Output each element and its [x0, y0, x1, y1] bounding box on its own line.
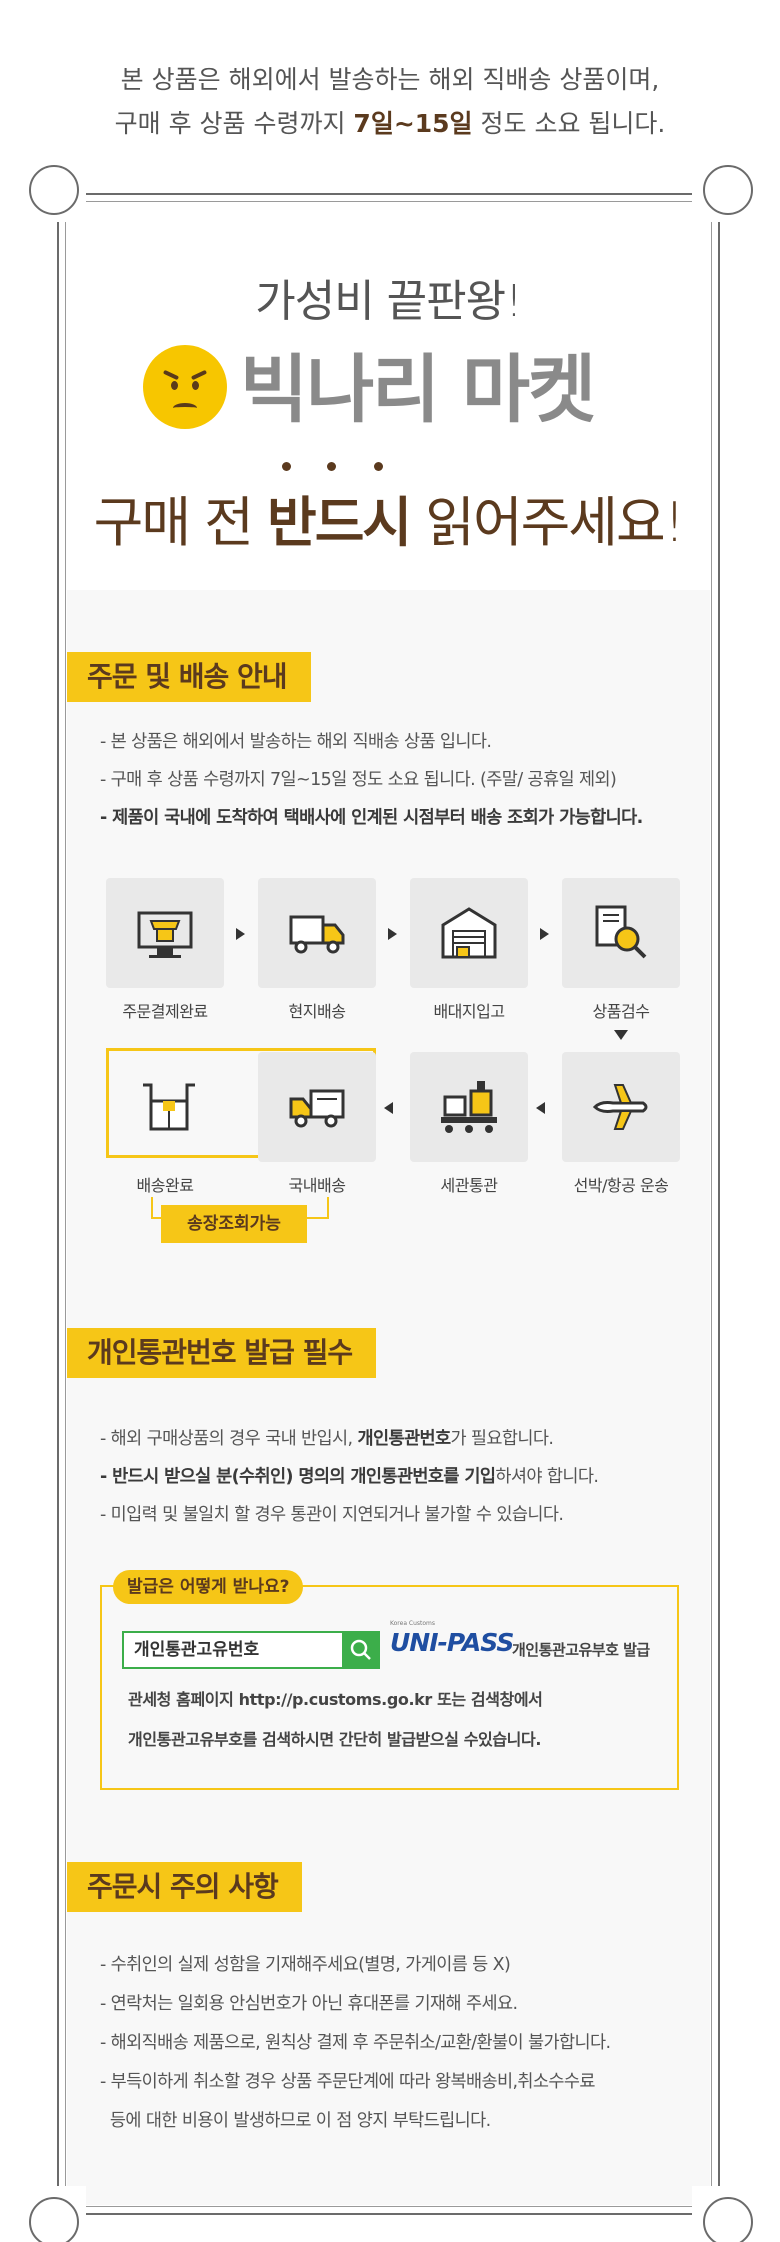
arrow-right-icon: [236, 928, 245, 940]
search-input[interactable]: 개인통관고유번호: [122, 1631, 344, 1669]
box-hands-icon: [143, 1083, 195, 1131]
order-caution-bullets: - 수취인의 실제 성함을 기재해주세요(별명, 가게이름 등 X) - 연락처…: [100, 1946, 710, 2141]
bullet-item: - 수취인의 실제 성함을 기재해주세요(별명, 가게이름 등 X): [100, 1955, 511, 1975]
how-to-issue-badge: 발급은 어떻게 받나요?: [113, 1570, 304, 1604]
arrow-down-icon: [614, 1030, 628, 1040]
truck-icon: [289, 1089, 345, 1128]
step-inspection: [562, 878, 680, 988]
content-background: [67, 590, 710, 2205]
conveyor-icon: [441, 1081, 497, 1133]
unipass-label: 개인통관고유부호 발급: [512, 1641, 650, 1659]
tracking-available-badge: 송장조회가능: [161, 1205, 307, 1243]
arrow-left-icon: [384, 1102, 393, 1114]
warehouse-icon: [441, 907, 497, 959]
step-label: 세관통관: [440, 1176, 498, 1195]
step-label: 배대지입고: [433, 1002, 505, 1021]
bullet-item: - 미입력 및 불일치 할 경우 통관이 지연되거나 불가할 수 있습니다.: [100, 1505, 564, 1525]
brand-name: 빅나리 마켓: [240, 347, 596, 433]
airplane-icon: [592, 1084, 648, 1130]
bullet-item: - 본 상품은 해외에서 발송하는 해외 직배송 상품 입니다.: [100, 732, 492, 752]
bullet-item: - 연락처는 일회용 안심번호가 아닌 휴대폰를 기재해 주세요.: [100, 1994, 518, 2014]
step-label: 상품검수: [592, 1002, 650, 1021]
bullet-item: - 해외 구매상품의 경우 국내 반입시, 개인통관번호가 필요합니다.: [100, 1429, 554, 1449]
section-title-customs-id: 개인통관번호 발급 필수: [67, 1328, 377, 1378]
section-title-order-cautions: 주문시 주의 사항: [67, 1862, 302, 1912]
step-local-shipping: [258, 878, 376, 988]
search-icon: [350, 1639, 371, 1660]
angry-face-icon: [143, 345, 227, 429]
top-notice-line1: 본 상품은 해외에서 발송하는 해외 직배송 상품이며,: [120, 65, 660, 94]
frame-inner-border: [65, 201, 712, 2207]
shop-screen-icon: [137, 911, 193, 958]
frame-corner-ornament: [692, 165, 753, 222]
step-label: 배송완료: [136, 1176, 194, 1195]
bullet-item: 등에 대한 비용이 발생하므로 이 점 양지 부탁드립니다.: [100, 2111, 491, 2131]
top-notice: 본 상품은 해외에서 발송하는 해외 직배송 상품이며, 구매 후 상품 수령까…: [0, 58, 780, 146]
frame-corner-ornament: [692, 2186, 753, 2242]
step-order-payment: [106, 878, 224, 988]
bullet-item: - 구매 후 상품 수령까지 7일~15일 정도 소요 됩니다. (주말/ 공휴…: [100, 770, 617, 790]
bullet-item: - 부득이하게 취소할 경우 상품 주문단계에 따라 왕복배송비,취소수수료: [100, 2072, 596, 2092]
frame-outer-border: [57, 193, 720, 2215]
inspect-magnifier-icon: [595, 905, 647, 959]
unipass-subtitle: Korea Customs: [390, 1620, 436, 1627]
bullet-item: - 제품이 국내에 도착하여 택배사에 인계된 시점부터 배송 조회가 가능합니…: [100, 808, 643, 828]
section-title-shipping: 주문 및 배송 안내: [67, 652, 311, 702]
arrow-right-icon: [540, 928, 549, 940]
customs-id-bullets: - 해외 구매상품의 경우 국내 반입시, 개인통관번호가 필요합니다. - 반…: [100, 1420, 710, 1534]
step-label: 선박/항공 운송: [573, 1176, 669, 1195]
top-notice-line2: 구매 후 상품 수령까지 7일~15일 정도 소요 됩니다.: [114, 109, 666, 138]
step-warehouse: [410, 878, 528, 988]
truck-icon: [289, 915, 345, 954]
arrow-left-icon: [536, 1102, 545, 1114]
frame-corner-ornament: [29, 2186, 86, 2242]
step-label: 현지배송: [288, 1002, 346, 1021]
shipping-bullets: - 본 상품은 해외에서 발송하는 해외 직배송 상품 입니다. - 구매 후 …: [100, 723, 710, 837]
step-delivery-complete: [110, 1052, 228, 1162]
arrow-right-icon: [388, 928, 397, 940]
search-button[interactable]: [342, 1631, 380, 1669]
step-label: 주문결제완료: [122, 1002, 208, 1021]
step-domestic-shipping: [258, 1052, 376, 1162]
step-customs: [410, 1052, 528, 1162]
how-to-issue-text: 관세청 홈페이지 http://p.customs.go.kr 또는 검색창에서…: [128, 1690, 543, 1749]
unipass-logo: UNI-PASS: [390, 1628, 514, 1657]
step-air-sea-transport: [562, 1052, 680, 1162]
how-to-issue-box: [100, 1585, 679, 1790]
bullet-item: - 반드시 받으실 분(수취인) 명의의 개인통관번호를 기입하셔야 합니다.: [100, 1467, 599, 1487]
must-read-heading: 구매 전 반드시 읽어주세요!: [93, 491, 686, 554]
bullet-item: - 해외직배송 제품으로, 원칙상 결제 후 주문취소/교환/환불이 불가합니다…: [100, 2033, 611, 2053]
frame-corner-ornament: [29, 165, 86, 222]
step-label: 국내배송: [288, 1176, 346, 1195]
tagline: 가성비 끝판왕!: [255, 276, 523, 327]
